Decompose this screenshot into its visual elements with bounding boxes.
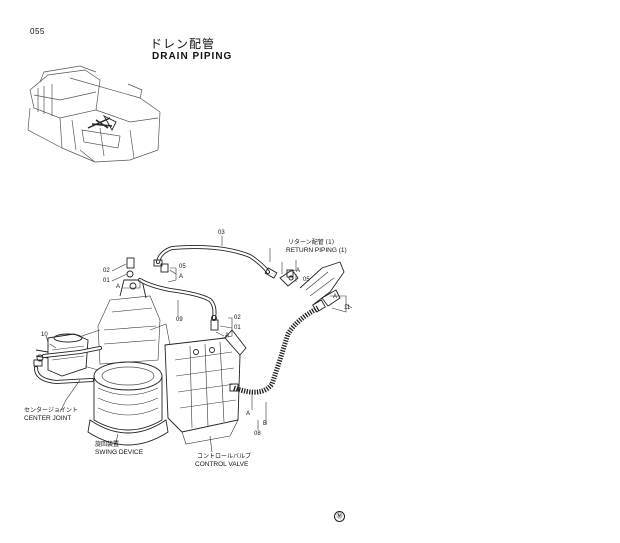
callout-11: 11	[344, 305, 351, 311]
callout-01: 01	[234, 325, 241, 331]
title-english: DRAIN PIPING	[152, 51, 233, 62]
center-joint-pipe	[34, 346, 102, 385]
callout-05: 05	[303, 277, 310, 283]
callout-05: 05	[179, 264, 186, 270]
return-piping-label-en: RETURN PIPING (1)	[286, 247, 347, 254]
callout-a: A	[246, 411, 251, 417]
callout-02: 02	[103, 268, 110, 274]
swing-device-label-en: SWING DEVICE	[95, 449, 144, 456]
manufacturer-logo: ㊙	[334, 511, 345, 522]
callout-01: 01	[103, 278, 110, 284]
callout-02: 02	[234, 315, 241, 321]
hose-09	[138, 278, 217, 320]
callout-a: A	[225, 333, 230, 339]
hose-03	[153, 245, 278, 279]
leader-lines	[45, 236, 353, 453]
center-joint-label-jp: センタージョイント	[24, 407, 78, 414]
title-japanese: ドレン配管	[150, 37, 216, 51]
page-number: 055	[30, 27, 45, 36]
callout-08: 08	[254, 431, 261, 437]
swing-device-label-jp: 旋回装置	[95, 441, 120, 448]
control-valve	[164, 329, 247, 445]
callout-10: 10	[41, 332, 48, 338]
control-valve-label-jp: コントロールバルブ	[197, 453, 252, 460]
callout-a: A	[116, 284, 121, 290]
key-map-excavator	[27, 65, 161, 163]
return-piping-label-jp: リターン配管 (1)	[288, 239, 335, 246]
control-valve-label-en: CONTROL VALVE	[195, 461, 249, 468]
center-joint-label-en: CENTER JOINT	[24, 415, 72, 422]
hose-08-flexible	[229, 299, 326, 395]
callout-03: 03	[218, 230, 225, 236]
callout-09: 09	[176, 317, 183, 323]
callout-a: A	[296, 268, 301, 274]
callout-b: B	[263, 421, 268, 427]
swing-device	[81, 279, 173, 446]
return-piping	[279, 261, 345, 307]
callout-a: A	[179, 274, 184, 280]
callout-a: A	[333, 294, 338, 300]
